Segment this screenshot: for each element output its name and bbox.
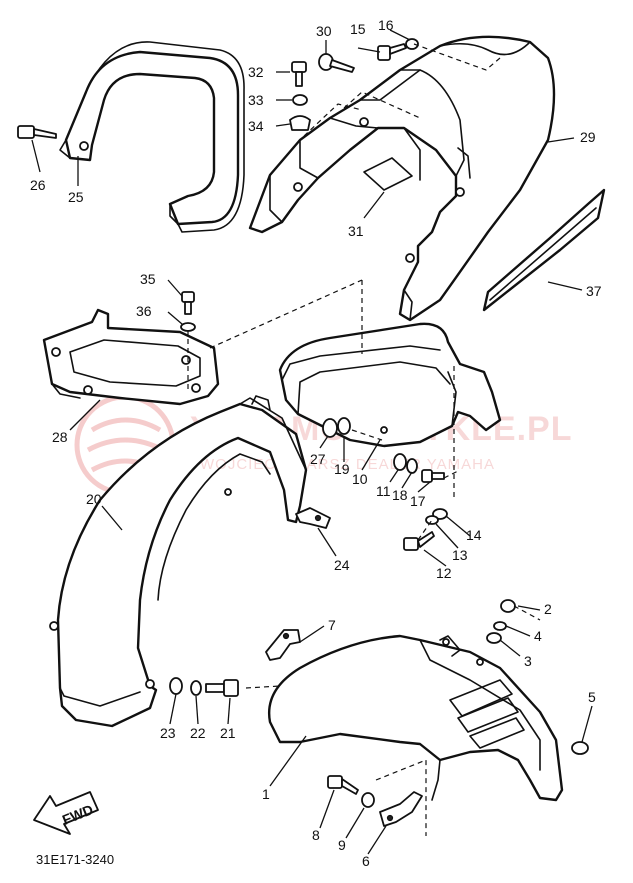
part-32-bolt	[291, 61, 307, 87]
callout-24: 24	[334, 557, 350, 573]
callout-6: 6	[362, 853, 370, 869]
callout-16: 16	[378, 17, 394, 33]
part-36-washer	[180, 322, 196, 332]
callout-36: 36	[136, 303, 152, 319]
part-34-grommet	[289, 115, 311, 131]
callout-19: 19	[334, 461, 350, 477]
callout-28: 28	[52, 429, 68, 445]
part-23-washer	[169, 677, 183, 695]
part-20-rear-fender	[49, 395, 308, 728]
leader-lines	[31, 29, 593, 855]
callout-31: 31	[348, 223, 364, 239]
part-27-nut	[322, 418, 338, 438]
part-2-nut	[500, 599, 516, 613]
part-17-bolt	[421, 469, 445, 483]
catalog-number: 31E171-3240	[36, 852, 114, 867]
callout-1: 1	[262, 786, 270, 802]
part-19-washer	[337, 417, 351, 435]
callout-5: 5	[588, 689, 596, 705]
part-6-bracket	[379, 791, 423, 827]
callout-35: 35	[140, 271, 156, 287]
callout-13: 13	[452, 547, 468, 563]
part-37-stripe	[482, 188, 606, 312]
callout-10: 10	[352, 471, 368, 487]
callout-4: 4	[534, 628, 542, 644]
part-4-washer	[493, 621, 507, 631]
callout-14: 14	[466, 527, 482, 543]
part-5-nut	[571, 741, 589, 755]
part-3-washer	[486, 632, 502, 644]
forward-direction-arrow-icon: FWD	[33, 791, 99, 835]
part-7-bracket	[265, 629, 301, 661]
callout-25: 25	[68, 189, 84, 205]
callout-33: 33	[248, 92, 264, 108]
assembly-lines	[187, 43, 541, 836]
part-30-bolt	[318, 53, 355, 73]
part-22-washer	[190, 680, 202, 696]
part-28-tray	[42, 308, 220, 406]
seat-base	[278, 322, 502, 448]
callout-8: 8	[312, 827, 320, 843]
callout-23: 23	[160, 725, 176, 741]
callout-9: 9	[338, 837, 346, 853]
part-9-washer	[361, 792, 375, 808]
callout-37: 37	[586, 283, 602, 299]
part-25-grab-bar	[59, 41, 245, 233]
callout-29: 29	[580, 129, 596, 145]
part-24-bracket	[295, 507, 331, 529]
part-15-bolt	[377, 43, 407, 61]
callout-27: 27	[310, 451, 326, 467]
callout-34: 34	[248, 118, 264, 134]
callout-30: 30	[316, 23, 332, 39]
callout-3: 3	[524, 653, 532, 669]
callout-17: 17	[410, 493, 426, 509]
callout-18: 18	[392, 487, 408, 503]
callout-21: 21	[220, 725, 236, 741]
callout-26: 26	[30, 177, 46, 193]
part-18-washer	[406, 458, 418, 474]
part-29-seat-cowl	[248, 35, 556, 322]
part-16-washer	[405, 38, 419, 50]
callout-7: 7	[328, 617, 336, 633]
part-13-washer	[425, 515, 439, 525]
callout-11: 11	[376, 483, 391, 499]
part-1-front-fender	[267, 634, 564, 802]
part-31-plate	[363, 157, 413, 191]
part-35-bolt	[181, 291, 195, 315]
callout-20: 20	[86, 491, 102, 507]
callout-15: 15	[350, 21, 366, 37]
part-11-washer	[393, 453, 407, 471]
part-8-bolt	[327, 775, 359, 795]
part-26-bolt	[17, 125, 57, 139]
callout-22: 22	[190, 725, 206, 741]
callout-32: 32	[248, 64, 264, 80]
part-21-bolt	[205, 679, 239, 697]
part-33-nut	[292, 94, 308, 106]
callout-labels: 1 2 3 4 5 6 7 8 9 10 11 12 13 14 15 16 1…	[30, 17, 602, 869]
callout-2: 2	[544, 601, 552, 617]
callout-12: 12	[436, 565, 452, 581]
part-12-bolt	[403, 531, 435, 551]
